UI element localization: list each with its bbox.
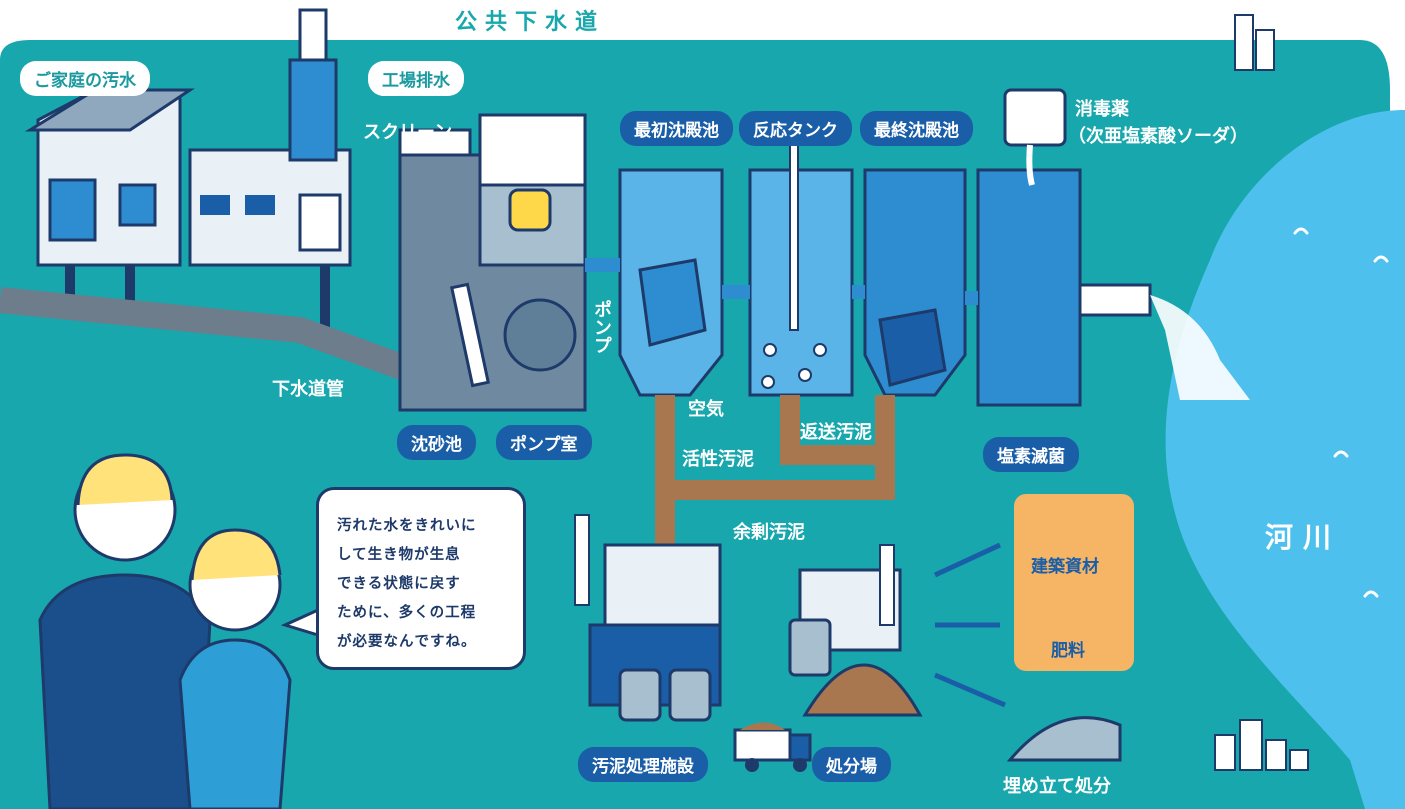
outfall-pipe xyxy=(1078,283,1152,317)
sludge-pipes xyxy=(655,395,895,545)
diagram-title: 公共下水道 xyxy=(455,10,606,35)
label-fertilizer: 肥料 xyxy=(1051,641,1085,661)
landfill-illustration xyxy=(1006,716,1122,762)
label-disposal-site: 処分場 xyxy=(812,747,891,782)
label-air: 空気 xyxy=(688,399,724,420)
river xyxy=(1165,110,1405,809)
speech-line: して生き物が生息 xyxy=(337,547,461,563)
label-river: 河川 xyxy=(1265,521,1342,554)
speech-line: が必要なんですね。 xyxy=(337,634,477,650)
reaction-tank xyxy=(748,139,854,397)
city-illustration xyxy=(1214,14,1309,771)
sludge-facility-illustration xyxy=(574,514,722,722)
label-landfill: 埋め立て処分 xyxy=(1003,776,1111,797)
label-activated-sludge: 活性汚泥 xyxy=(682,449,754,470)
disposal-site-illustration xyxy=(788,544,923,717)
final-settling-tank xyxy=(863,168,967,397)
label-sewer-pipe: 下水道管 xyxy=(272,379,344,400)
speech-line: 汚れた水をきれいに xyxy=(337,518,477,534)
label-chlorination: 塩素滅菌 xyxy=(983,437,1079,472)
speech-bubble: 汚れた水をきれいに して生き物が生息 できる状態に戻す ために、多くの工程 が必… xyxy=(316,487,526,670)
label-factory-wastewater: 工場排水 xyxy=(368,61,464,96)
label-primary-settling-tank: 最初沈殿池 xyxy=(620,111,733,146)
recycled-products-panel xyxy=(1014,494,1134,671)
label-sludge-facility: 汚泥処理施設 xyxy=(578,747,708,782)
label-disinfectant-detail: （次亜塩素酸ソーダ） xyxy=(1068,126,1248,147)
label-screen: スクリーン xyxy=(363,122,453,143)
speech-line: ために、多くの工程 xyxy=(337,605,477,621)
label-return-sludge: 返送汚泥 xyxy=(800,422,872,443)
label-reaction-tank: 反応タンク xyxy=(739,111,852,146)
outfall-splash xyxy=(1150,295,1250,400)
label-building-materials: 建築資材 xyxy=(1031,557,1099,577)
label-grit-chamber: 沈砂池 xyxy=(397,425,476,460)
product-arrows xyxy=(933,542,1006,708)
grit-and-pump-room xyxy=(398,113,587,412)
label-excess-sludge: 余剰汚泥 xyxy=(733,522,805,543)
label-disinfectant: 消毒薬 xyxy=(1075,99,1129,120)
factory-illustration xyxy=(188,8,352,330)
people-illustration xyxy=(38,453,292,809)
house-illustration xyxy=(24,88,195,305)
truck-illustration xyxy=(733,722,812,772)
chlorination-tank xyxy=(976,88,1082,407)
label-pump-room: ポンプ室 xyxy=(496,425,592,460)
label-household-wastewater: ご家庭の汚水 xyxy=(20,61,150,96)
speech-line: できる状態に戻す xyxy=(337,576,461,592)
label-pump: ポンプ xyxy=(591,300,612,354)
sewer-pipe xyxy=(0,287,415,383)
label-final-settling-tank: 最終沈殿池 xyxy=(860,111,973,146)
primary-settling-tank xyxy=(618,168,724,397)
